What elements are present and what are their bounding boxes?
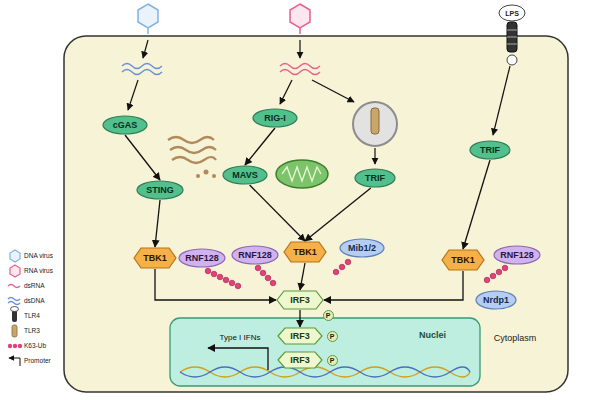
legend-entry: Promoter [24,358,51,365]
tlr4-receptor [493,5,525,135]
promoter-arrow [208,348,268,370]
gene-label: Type I IFNs [220,334,261,342]
protein-ellipse: STING [136,180,184,200]
node-label: TRIF [480,146,500,155]
node-label: RIG-I [264,114,286,123]
phospho-mark: P [327,355,338,366]
ligase-ellipse: RNF128 [231,245,279,265]
protein-ellipse: cGAS [102,115,148,135]
kinase-hexagon: TBK1 [283,241,327,263]
node-label: IRF3 [290,332,310,341]
legend-entry: TLR3 [24,328,40,335]
node-label: IRF3 [290,296,310,305]
transcription-factor-hexagon: IRF3 [276,290,324,310]
regulator-ellipse: Nrdp1 [475,290,517,310]
regulator-ellipse: Mib1/2 [339,238,385,258]
kinase-hexagon: TBK1 [441,249,485,271]
node-label: IRF3 [290,356,310,365]
node-label: TBK1 [293,248,317,257]
dna-virus-icon [122,4,162,110]
compartment-label: Cytoplasm [494,334,537,343]
node-label: MAVS [232,171,257,180]
protein-ellipse: RIG-I [252,108,298,128]
legend-icons [8,250,22,366]
legend-entry: DNA virus [24,253,53,260]
legend-entry: TLR4 [24,313,40,320]
node-label: cGAS [113,121,138,130]
protein-ellipse: TRIF [354,168,396,188]
mitochondrion [276,160,328,188]
phospho-mark: P [327,331,338,342]
node-label: Nrdp1 [483,296,509,305]
node-label: Nuclei [419,331,446,340]
node-label: Mib1/2 [348,244,376,253]
endosome-tlr3 [353,102,397,164]
node-label: RNF128 [238,251,272,260]
node-label: STING [146,186,174,195]
nucleus-outline [170,318,480,386]
signal-arrow [155,269,276,300]
phospho-mark: P [323,310,334,321]
node-label: RNF128 [500,251,534,260]
kinase-hexagon: TBK1 [133,247,177,269]
signal-arrow [305,188,371,241]
ligase-ellipse: RNF128 [178,248,226,268]
signal-arrow [250,185,305,241]
dna-helix [180,367,470,377]
rna-virus-icon [280,4,354,104]
transcription-factor-hexagon: IRF3 [277,351,323,369]
signal-arrow [324,271,463,300]
cell-outline [64,36,568,392]
signal-arrow [245,128,275,165]
node-label: TBK1 [143,254,167,263]
transcription-factor-hexagon: IRF3 [277,327,323,345]
legend-entry: RNA virus [24,268,53,275]
signal-arrow [299,310,300,327]
signal-arrow [155,200,160,247]
nucleus-band: NucleiIRF3IRF3 [170,318,480,386]
node-label: TRIF [365,174,385,183]
legend-entry: K63-Ub [24,343,46,350]
legend-entry: dsDNA [24,298,45,305]
signal-arrow [300,263,305,290]
signal-arrow [125,135,160,180]
endoplasmic-reticulum [168,137,216,178]
protein-ellipse: TRIF [469,140,511,160]
legend-entry: dsRNA [24,283,45,290]
signal-arrow [463,160,490,249]
ligase-ellipse: RNF128 [493,245,541,265]
node-label: RNF128 [185,254,219,263]
node-label: TBK1 [451,256,475,265]
protein-ellipse: MAVS [222,165,268,185]
ligand-label: LPS [505,10,519,17]
